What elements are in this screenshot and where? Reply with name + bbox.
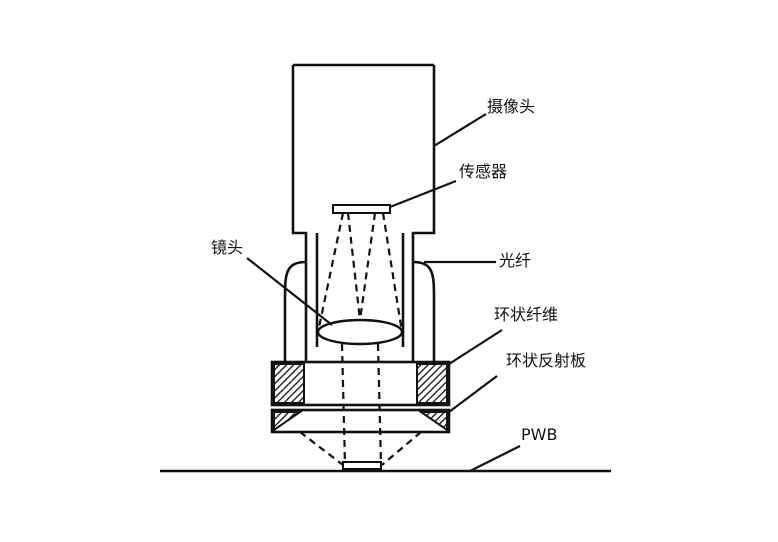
ring-reflector-hatch-right: [417, 411, 448, 432]
light-path-inner: [346, 212, 377, 321]
ring-reflector: [270, 408, 451, 434]
label-ring-reflector: 环状反射板: [506, 351, 587, 370]
label-fiber: 光纤: [499, 251, 532, 270]
fiber-left: [283, 260, 307, 362]
lens-tube: [315, 233, 405, 347]
fiber-right: [412, 260, 436, 362]
light-path-lower: [340, 343, 383, 466]
leader-lens: [246, 257, 333, 326]
light-path-reflect: [299, 431, 422, 466]
ring-fiber-hatch-left: [273, 363, 305, 404]
label-ring-fiber: 环状纤维: [494, 305, 559, 324]
label-lens: 镜头: [211, 238, 244, 257]
label-camera: 摄像头: [487, 97, 536, 116]
leader-camera: [433, 113, 487, 147]
ring-fiber: [270, 360, 451, 407]
ring-reflector-hatch-left: [273, 411, 304, 432]
sensor: [332, 204, 391, 214]
inspection-spot: [342, 461, 382, 470]
leader-sensor: [389, 179, 457, 209]
light-path-outer: [316, 212, 404, 333]
leader-ring-fiber: [448, 329, 503, 365]
leader-pwb: [469, 445, 521, 472]
ring-fiber-hatch-right: [416, 363, 448, 404]
label-pwb: PWB: [521, 425, 558, 444]
leader-ring-reflector: [448, 375, 498, 413]
label-sensor: 传感器: [459, 162, 508, 181]
camera-body: [291, 63, 436, 363]
